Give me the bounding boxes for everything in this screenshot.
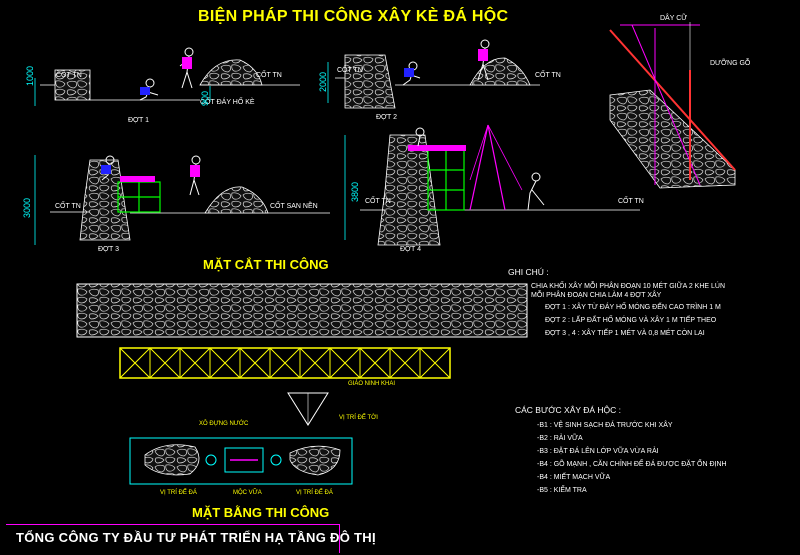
steps-heading: CÁC BƯỚC XÂY ĐÁ HỘC : xyxy=(515,405,622,415)
stone-position-label-right: VỊ TRÍ ĐỂ ĐÁ xyxy=(296,490,333,496)
cut-section-title: MẶT CẮT THI CÔNG xyxy=(203,257,329,272)
dimension-2000: 2000 xyxy=(318,71,328,92)
scaffold-label: GIÁO NINH KHAI xyxy=(348,381,396,387)
plan-section-title: MẶT BẰNG THI CÔNG xyxy=(192,505,330,520)
fill-level-label: CỐT SAN NỀN xyxy=(270,203,318,210)
perspective-wall-sketch xyxy=(609,22,736,189)
notes-heading: GHI CHÚ : xyxy=(508,267,549,277)
ground-level-label-2b: CỐT TN xyxy=(535,72,561,79)
note-line: ĐỢT 3 , 4 : XÂY TIẾP 1 MÉT VÀ 0,8 MÉT CÒ… xyxy=(545,330,705,337)
note-line: CHIA KHỐI XÂY MỖI PHÂN ĐOẠN 10 MÉT GIỮA … xyxy=(531,283,725,290)
step-line: -B2 : RẢI VỮA xyxy=(537,435,583,442)
water-bucket-label: XÔ ĐỰNG NƯỚC xyxy=(199,421,249,427)
stage-1-section xyxy=(34,47,300,106)
stage-2-section xyxy=(327,39,540,109)
stage-3-label: ĐỢT 3 xyxy=(98,246,120,253)
dimension-900: 900 xyxy=(200,90,210,106)
stage-4-section xyxy=(344,124,640,246)
step-line: -B4 : GÕ MẠNH , CĂN CHỈNH ĐỂ ĐÁ ĐƯỢC ĐẶT… xyxy=(537,461,727,468)
company-name: TỔNG CÔNG TY ĐẦU TƯ PHÁT TRIỂN HẠ TẦNG Đ… xyxy=(16,530,376,545)
step-line: -B5 : KIỂM TRA xyxy=(537,487,587,494)
ground-level-label-3: CỐT TN xyxy=(55,203,81,210)
ground-level-label-4a: CỐT TN xyxy=(365,198,391,205)
wood-template-label: DƯỠNG GỖ xyxy=(710,60,751,67)
stage-4-label: ĐỢT 4 xyxy=(400,246,422,253)
ground-level-label-2a: CỐT TN xyxy=(337,67,363,74)
step-line: -B3 : ĐẶT ĐÁ LÊN LỚP VỮA VỪA RẢI xyxy=(537,448,659,455)
cut-section xyxy=(76,283,528,426)
pit-bottom-label: CỐT ĐÁY HỐ KÈ xyxy=(200,99,255,106)
ground-level-label-1a: CỐT TN xyxy=(56,72,82,79)
note-line: ĐỢT 2 : LẤP ĐẤT HỐ MÓNG VÀ XÂY 1 M TIẾP … xyxy=(545,317,717,324)
step-line: -B4 : MIẾT MẠCH VỮA xyxy=(537,474,611,481)
title-block-frame xyxy=(6,524,340,553)
ground-level-label-1b: CỐT TN xyxy=(256,72,282,79)
note-line: MỖI PHÂN ĐOẠN CHIA LÀM 4 ĐỢT XÂY xyxy=(531,292,662,299)
note-line: ĐỢT 1 : XÂY TỪ ĐÁY HỐ MÓNG ĐẾN CAO TRÌNH… xyxy=(545,304,721,311)
dimension-3800: 3800 xyxy=(350,181,360,202)
stage-3-section xyxy=(34,155,330,245)
step-line: -B1 : VỆ SINH SẠCH ĐÁ TRƯỚC KHI XÂY xyxy=(537,422,673,429)
mortar-board-label: MỘC VỮA xyxy=(233,490,262,496)
stage-2-label: ĐỢT 2 xyxy=(376,114,398,121)
dimension-3000: 3000 xyxy=(22,197,32,218)
guide-string-label: DÂY CỮ xyxy=(660,15,688,22)
stone-position-label-left: VỊ TRÍ ĐỂ ĐÁ xyxy=(160,490,197,496)
plan-section xyxy=(129,437,353,485)
drawing-title: BIỆN PHÁP THI CÔNG XÂY KÈ ĐÁ HỘC xyxy=(198,8,509,25)
dimension-1000: 1000 xyxy=(25,65,35,86)
winch-position-label: VỊ TRÍ ĐỂ TỜI xyxy=(339,415,378,421)
stage-1-label: ĐỢT 1 xyxy=(128,117,150,124)
ground-level-label-4b: CỐT TN xyxy=(618,198,644,205)
